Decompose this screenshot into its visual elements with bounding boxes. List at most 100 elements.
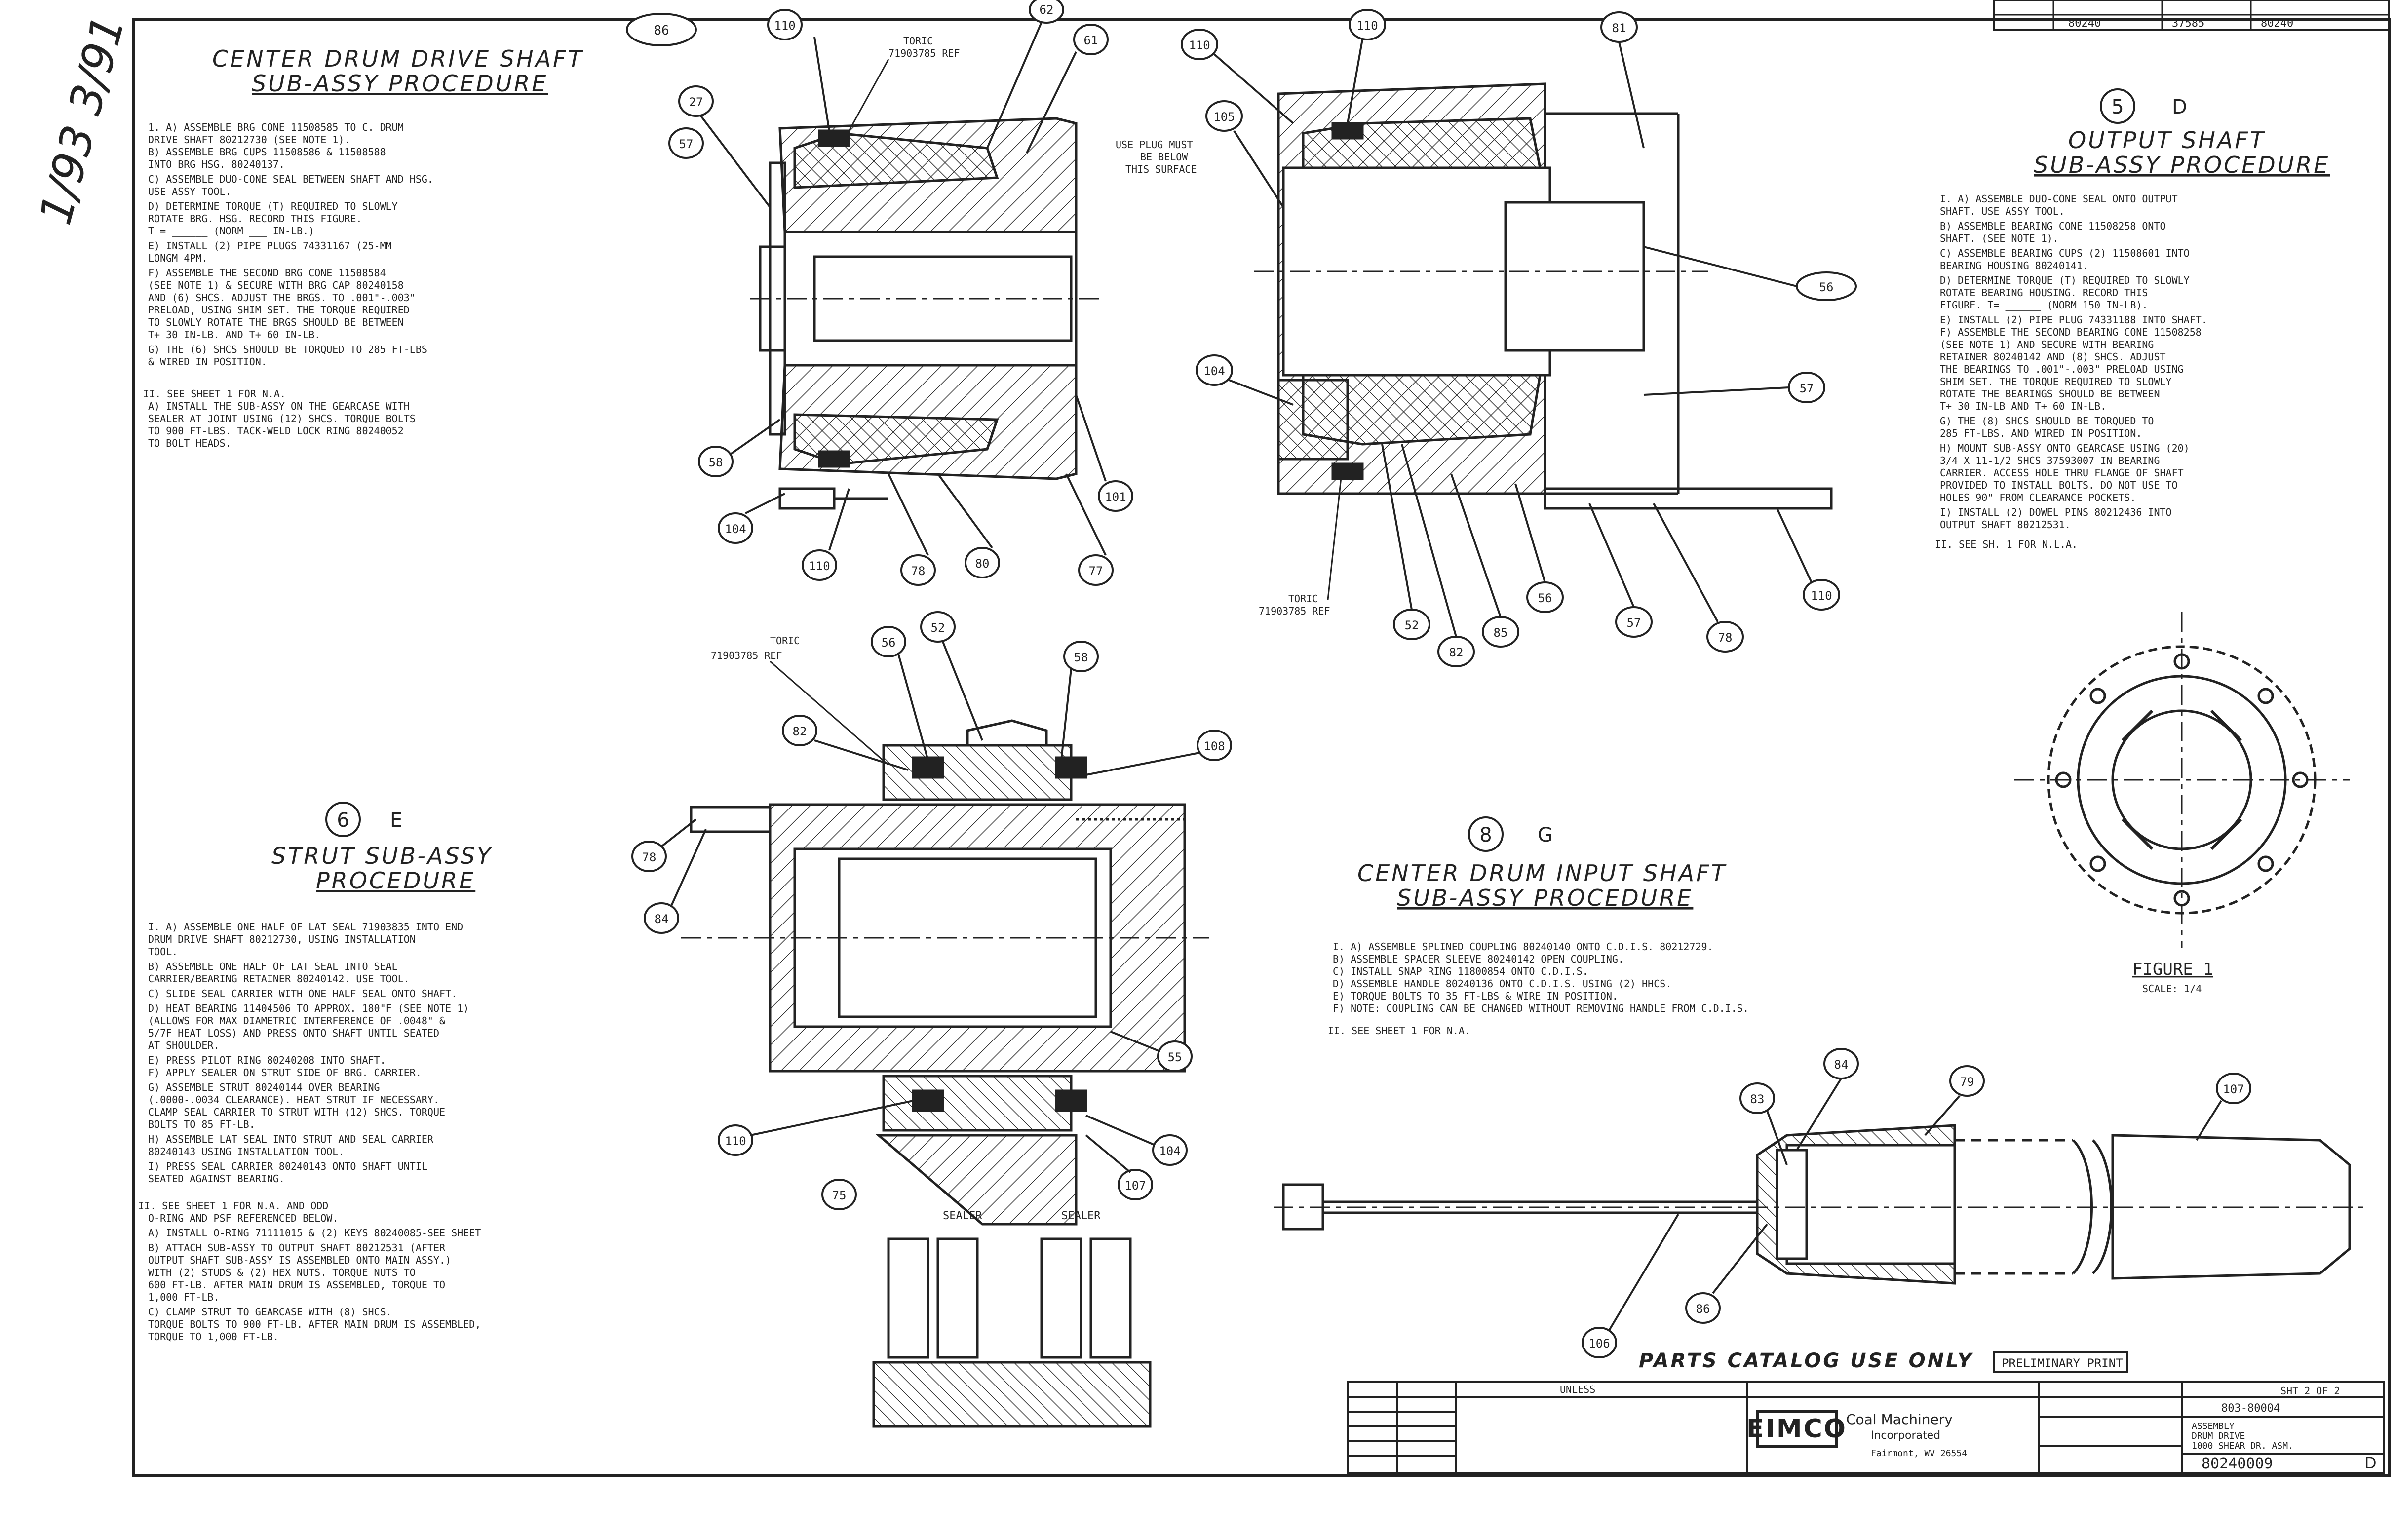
step-line: AT SHOULDER. — [148, 1040, 220, 1051]
step-line: BOLTS TO 85 FT-LB. — [148, 1118, 255, 1130]
step-line: 1,000 FT-LB. — [148, 1291, 220, 1303]
callout-bubble: 106 — [1582, 1327, 1617, 1358]
callout-bubble: 75 — [821, 1179, 857, 1210]
step-line: C) SLIDE SEAL CARRIER WITH ONE HALF SEAL… — [148, 988, 457, 1000]
step-line: D) DETERMINE TORQUE (T) REQUIRED TO SLOW… — [148, 200, 398, 212]
svg-text:86: 86 — [654, 23, 669, 38]
strut-steps: I. A) ASSEMBLE ONE HALF OF LAT SEAL 7190… — [138, 921, 481, 1343]
callout-bubble: 56 — [1526, 581, 1564, 613]
section-letter: G — [1538, 824, 1553, 847]
callout-bubble: 108 — [1197, 730, 1232, 761]
step-line: (ALLOWS FOR MAX DIAMETRIC INTERFERENCE O… — [148, 1015, 445, 1027]
callout-bubble: 110 — [1349, 9, 1386, 40]
callout-bubble: 52 — [920, 611, 956, 643]
os-steps: I. A) ASSEMBLE DUO-CONE SEAL ONTO OUTPUT… — [1935, 193, 2207, 550]
section-strut: 6 E STRUT SUB-ASSY PROCEDURE I. A) ASSEM… — [138, 802, 493, 1343]
step-line: D) HEAT BEARING 11404506 TO APPROX. 180"… — [148, 1002, 469, 1014]
svg-text:57: 57 — [1800, 382, 1814, 395]
svg-text:52: 52 — [1405, 618, 1419, 632]
step-line: SEATED AGAINST BEARING. — [148, 1173, 285, 1185]
step-line: RETAINER 80240142 AND (8) SHCS. ADJUST — [1940, 351, 2166, 363]
top-strip-cell-1: 80240 — [2068, 17, 2101, 30]
drawing-output-shaft-assembly — [1254, 82, 1833, 510]
title-sheet: SHT 2 OF 2 — [2280, 1385, 2340, 1397]
step-line: C) CLAMP STRUT TO GEARCASE WITH (8) SHCS… — [148, 1306, 392, 1318]
drawing-drum-drive-assembly — [750, 117, 1101, 510]
callout-bubble: 84 — [1823, 1048, 1859, 1079]
svg-text:75: 75 — [832, 1189, 847, 1202]
step-line: B) ATTACH SUB-ASSY TO OUTPUT SHAFT 80212… — [148, 1242, 446, 1254]
callout-bubble: 105 — [1205, 100, 1243, 132]
svg-text:81: 81 — [1612, 21, 1626, 35]
drawing-strut-assembly — [681, 719, 1209, 1428]
callout-bubble: 52 — [1393, 609, 1430, 640]
svg-text:85: 85 — [1494, 626, 1508, 640]
callout-bubble: 58 — [698, 446, 734, 477]
step-line: H) MOUNT SUB-ASSY ONTO GEARCASE USING (2… — [1940, 442, 2190, 454]
callouts-strut: 56 52 58 82 108 78 84 55 110 104 107 75 — [631, 611, 1232, 1210]
step-line: F) ASSEMBLE THE SECOND BEARING CONE 1150… — [1940, 326, 2202, 338]
svg-text:58: 58 — [709, 456, 723, 469]
step-line: (SEE NOTE 1) AND SECURE WITH BEARING — [1940, 339, 2154, 350]
pipe-plug-note: USE PLUG MUST BE BELOW THIS SURFACE — [1116, 139, 1197, 175]
step-line: D) ASSEMBLE HANDLE 80240136 ONTO C.D.I.S… — [1333, 978, 1671, 990]
step-line: TO 900 FT-LBS. TACK-WELD LOCK RING 80240… — [148, 425, 404, 437]
step-line: BEARING HOUSING 80240141. — [1940, 260, 2088, 271]
svg-text:104: 104 — [1203, 364, 1225, 378]
preliminary-print-label: PRELIMINARY PRINT — [2002, 1356, 2123, 1370]
toric-note-output: TORIC 71903785 REF — [1259, 463, 1344, 617]
callouts-drum-drive: 86 110 27 61 62 57 58 104 110 78 80 77 1… — [626, 0, 1133, 586]
title-part-ref: 803-80004 — [2221, 1402, 2280, 1415]
svg-text:78: 78 — [911, 564, 926, 578]
step-line: TORQUE BOLTS TO 900 FT-LB. AFTER MAIN DR… — [148, 1318, 481, 1330]
callout-bubble: 85 — [1482, 616, 1519, 648]
step-line: HOLES 90" FROM CLEARANCE POCKETS. — [1940, 492, 2136, 503]
callout-bubble: 62 — [1029, 0, 1064, 24]
title-desc-line1: ASSEMBLY — [2192, 1421, 2235, 1431]
svg-text:USE PLUG MUST: USE PLUG MUST — [1116, 139, 1193, 151]
svg-text:57: 57 — [1627, 616, 1641, 630]
step-line: TOOL. — [148, 946, 178, 958]
step-line: E) INSTALL (2) PIPE PLUG 74331188 INTO S… — [1940, 314, 2207, 326]
title-block — [1347, 1381, 2385, 1474]
step-line: CARRIER/BEARING RETAINER 80240142. USE T… — [148, 973, 410, 985]
step-line: CARRIER. ACCESS HOLE THRU FLANGE OF SHAF… — [1940, 467, 2184, 479]
svg-text:BE BELOW: BE BELOW — [1140, 151, 1188, 163]
step-line: DRUM DRIVE SHAFT 80212730, USING INSTALL… — [148, 933, 416, 945]
section-center-drum-input: 8 G CENTER DRUM INPUT SHAFT SUB-ASSY PRO… — [1328, 816, 1749, 1037]
top-strip-cell-2: 37585 — [2172, 17, 2204, 30]
step-line: OUTPUT SHAFT SUB-ASSY IS ASSEMBLED ONTO … — [148, 1254, 451, 1266]
step-line: LONGM 4PM. — [148, 252, 207, 264]
step-line: 3/4 X 11-1/2 SHCS 37593007 IN BEARING — [1940, 455, 2160, 466]
step-line: 5/7F HEAT LOSS) AND PRESS ONTO SHAFT UNT… — [148, 1027, 439, 1039]
step-line: AND (6) SHCS. ADJUST THE BRGS. TO .001"-… — [148, 292, 416, 304]
callout-bubble: 86 — [1685, 1292, 1721, 1324]
step-line: II. SEE SHEET 1 FOR N.A. — [143, 388, 286, 400]
svg-text:106: 106 — [1588, 1337, 1610, 1350]
callout-bubble: 77 — [1078, 554, 1114, 586]
step-line: SEALER AT JOINT USING (12) SHCS. TORQUE … — [148, 413, 416, 424]
figure-1-label: FIGURE 1 — [2132, 960, 2213, 979]
svg-text:52: 52 — [931, 621, 945, 635]
title-desc-line3: 1000 SHEAR DR. ASM. — [2192, 1441, 2293, 1451]
svg-text:84: 84 — [1834, 1058, 1849, 1072]
callout-bubble: 78 — [631, 841, 667, 872]
step-line: I. A) ASSEMBLE SPLINED COUPLING 80240140… — [1333, 941, 1713, 953]
step-line: (SEE NOTE 1) & SECURE WITH BRG CAP 80240… — [148, 279, 404, 291]
svg-text:THIS SURFACE: THIS SURFACE — [1125, 163, 1197, 175]
strut-title-line1: STRUT SUB-ASSY — [271, 843, 493, 869]
step-line: WITH (2) STUDS & (2) HEX NUTS. TORQUE NU… — [148, 1267, 416, 1278]
svg-text:57: 57 — [679, 137, 694, 151]
step-line: 285 FT-LBS. AND WIRED IN POSITION. — [1940, 427, 2142, 439]
svg-text:56: 56 — [1819, 280, 1834, 294]
callout-bubble: 57 — [668, 127, 704, 159]
callout-bubble: 83 — [1739, 1082, 1775, 1114]
step-line: B) ASSEMBLE BEARING CONE 11508258 ONTO — [1940, 220, 2166, 232]
section-number: 8 — [1479, 824, 1492, 847]
svg-text:101: 101 — [1105, 490, 1126, 504]
section-output-shaft: 5 D OUTPUT SHAFT SUB-ASSY PROCEDURE I. A… — [1935, 88, 2328, 550]
callout-bubble: 110 — [802, 549, 837, 581]
svg-text:78: 78 — [642, 850, 657, 864]
svg-text:56: 56 — [882, 636, 896, 650]
callout-bubble: 107 — [2216, 1073, 2251, 1104]
